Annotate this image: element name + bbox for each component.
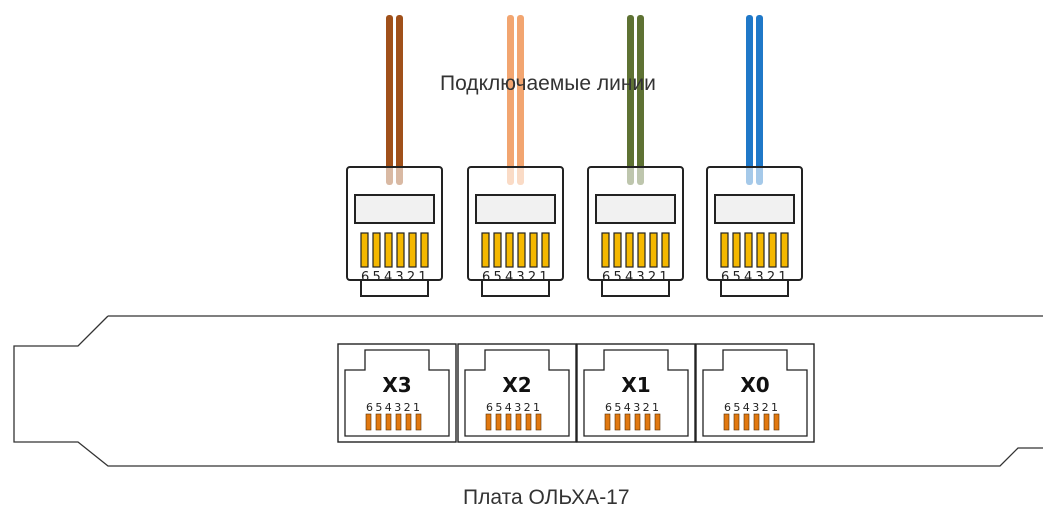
plug-latch xyxy=(595,194,676,224)
jack-contact xyxy=(723,413,730,431)
jacks-group: X3 654321 X2 654321 X1 654321 X0 654321 xyxy=(337,343,815,443)
jack-contact xyxy=(365,413,372,431)
plug-tab xyxy=(601,279,670,297)
board-caption: Плата ОЛЬХА-17 xyxy=(463,486,630,509)
plug-contact xyxy=(768,232,777,268)
jack-pin-numbers: 654321 xyxy=(366,401,422,414)
wire-3-b xyxy=(756,15,763,185)
jack-contact xyxy=(753,413,760,431)
plugs-group: 654321 654321 654321 654321 xyxy=(346,15,803,297)
plug-pin-numbers: 654321 xyxy=(482,270,551,285)
plug-latch xyxy=(714,194,795,224)
plug-contact xyxy=(613,232,622,268)
board-bracket-outline xyxy=(13,315,1043,467)
jack-contact xyxy=(375,413,382,431)
plug-contact xyxy=(420,232,429,268)
plug-contact xyxy=(493,232,502,268)
plug-contact xyxy=(505,232,514,268)
jack-contact xyxy=(515,413,522,431)
jack-contact xyxy=(624,413,631,431)
plug-contact xyxy=(732,232,741,268)
jack-contact xyxy=(525,413,532,431)
plug-contact xyxy=(756,232,765,268)
plug-pin-numbers: 654321 xyxy=(602,270,671,285)
jack-contact xyxy=(405,413,412,431)
plug-contact xyxy=(661,232,670,268)
plug-pin-numbers: 654321 xyxy=(361,270,430,285)
plug-tab xyxy=(720,279,789,297)
plug-contact xyxy=(360,232,369,268)
jack-x0: X0 654321 xyxy=(695,343,815,443)
plug-2: 654321 xyxy=(587,15,684,297)
jack-x1: X1 654321 xyxy=(576,343,696,443)
jack-label: X3 xyxy=(382,373,411,397)
wire-2-b xyxy=(637,15,644,185)
plug-0: 654321 xyxy=(346,15,443,297)
wire-2-a xyxy=(627,15,634,185)
jack-pin-numbers: 654321 xyxy=(724,401,780,414)
jack-contact xyxy=(485,413,492,431)
plug-contact xyxy=(637,232,646,268)
wire-0-a xyxy=(386,15,393,185)
jack-contact xyxy=(535,413,542,431)
wire-0-b xyxy=(396,15,403,185)
plug-contact xyxy=(396,232,405,268)
jack-contact xyxy=(415,413,422,431)
jack-contact xyxy=(733,413,740,431)
plug-contact xyxy=(720,232,729,268)
jack-contact xyxy=(604,413,611,431)
wire-3-a xyxy=(746,15,753,185)
jack-contact xyxy=(495,413,502,431)
jack-contact xyxy=(634,413,641,431)
jack-contact xyxy=(654,413,661,431)
plug-contact xyxy=(529,232,538,268)
jack-contact xyxy=(505,413,512,431)
plug-contact xyxy=(481,232,490,268)
plug-contact xyxy=(408,232,417,268)
plug-1: 654321 xyxy=(467,15,564,297)
plug-tab xyxy=(481,279,550,297)
jack-contact xyxy=(763,413,770,431)
plug-latch xyxy=(354,194,435,224)
jack-contact xyxy=(395,413,402,431)
jack-label: X2 xyxy=(502,373,531,397)
plug-pin-numbers: 654321 xyxy=(721,270,790,285)
plug-3: 654321 xyxy=(706,15,803,297)
plug-contact xyxy=(384,232,393,268)
plug-contact xyxy=(372,232,381,268)
plug-latch xyxy=(475,194,556,224)
plug-contact xyxy=(541,232,550,268)
plug-contact xyxy=(517,232,526,268)
plug-contact xyxy=(625,232,634,268)
jack-contact xyxy=(743,413,750,431)
plug-contact xyxy=(744,232,753,268)
jack-pin-numbers: 654321 xyxy=(486,401,542,414)
wire-1-a xyxy=(507,15,514,185)
jack-contact xyxy=(644,413,651,431)
jack-contact xyxy=(773,413,780,431)
lines-caption: Подключаемые линии xyxy=(440,72,656,95)
jack-label: X0 xyxy=(740,373,769,397)
plug-tab xyxy=(360,279,429,297)
jack-contact xyxy=(385,413,392,431)
jack-x2: X2 654321 xyxy=(457,343,577,443)
plug-contact xyxy=(601,232,610,268)
wire-1-b xyxy=(517,15,524,185)
plug-contact xyxy=(780,232,789,268)
jack-x3: X3 654321 xyxy=(337,343,457,443)
plug-contact xyxy=(649,232,658,268)
jack-pin-numbers: 654321 xyxy=(605,401,661,414)
jack-label: X1 xyxy=(621,373,650,397)
jack-contact xyxy=(614,413,621,431)
